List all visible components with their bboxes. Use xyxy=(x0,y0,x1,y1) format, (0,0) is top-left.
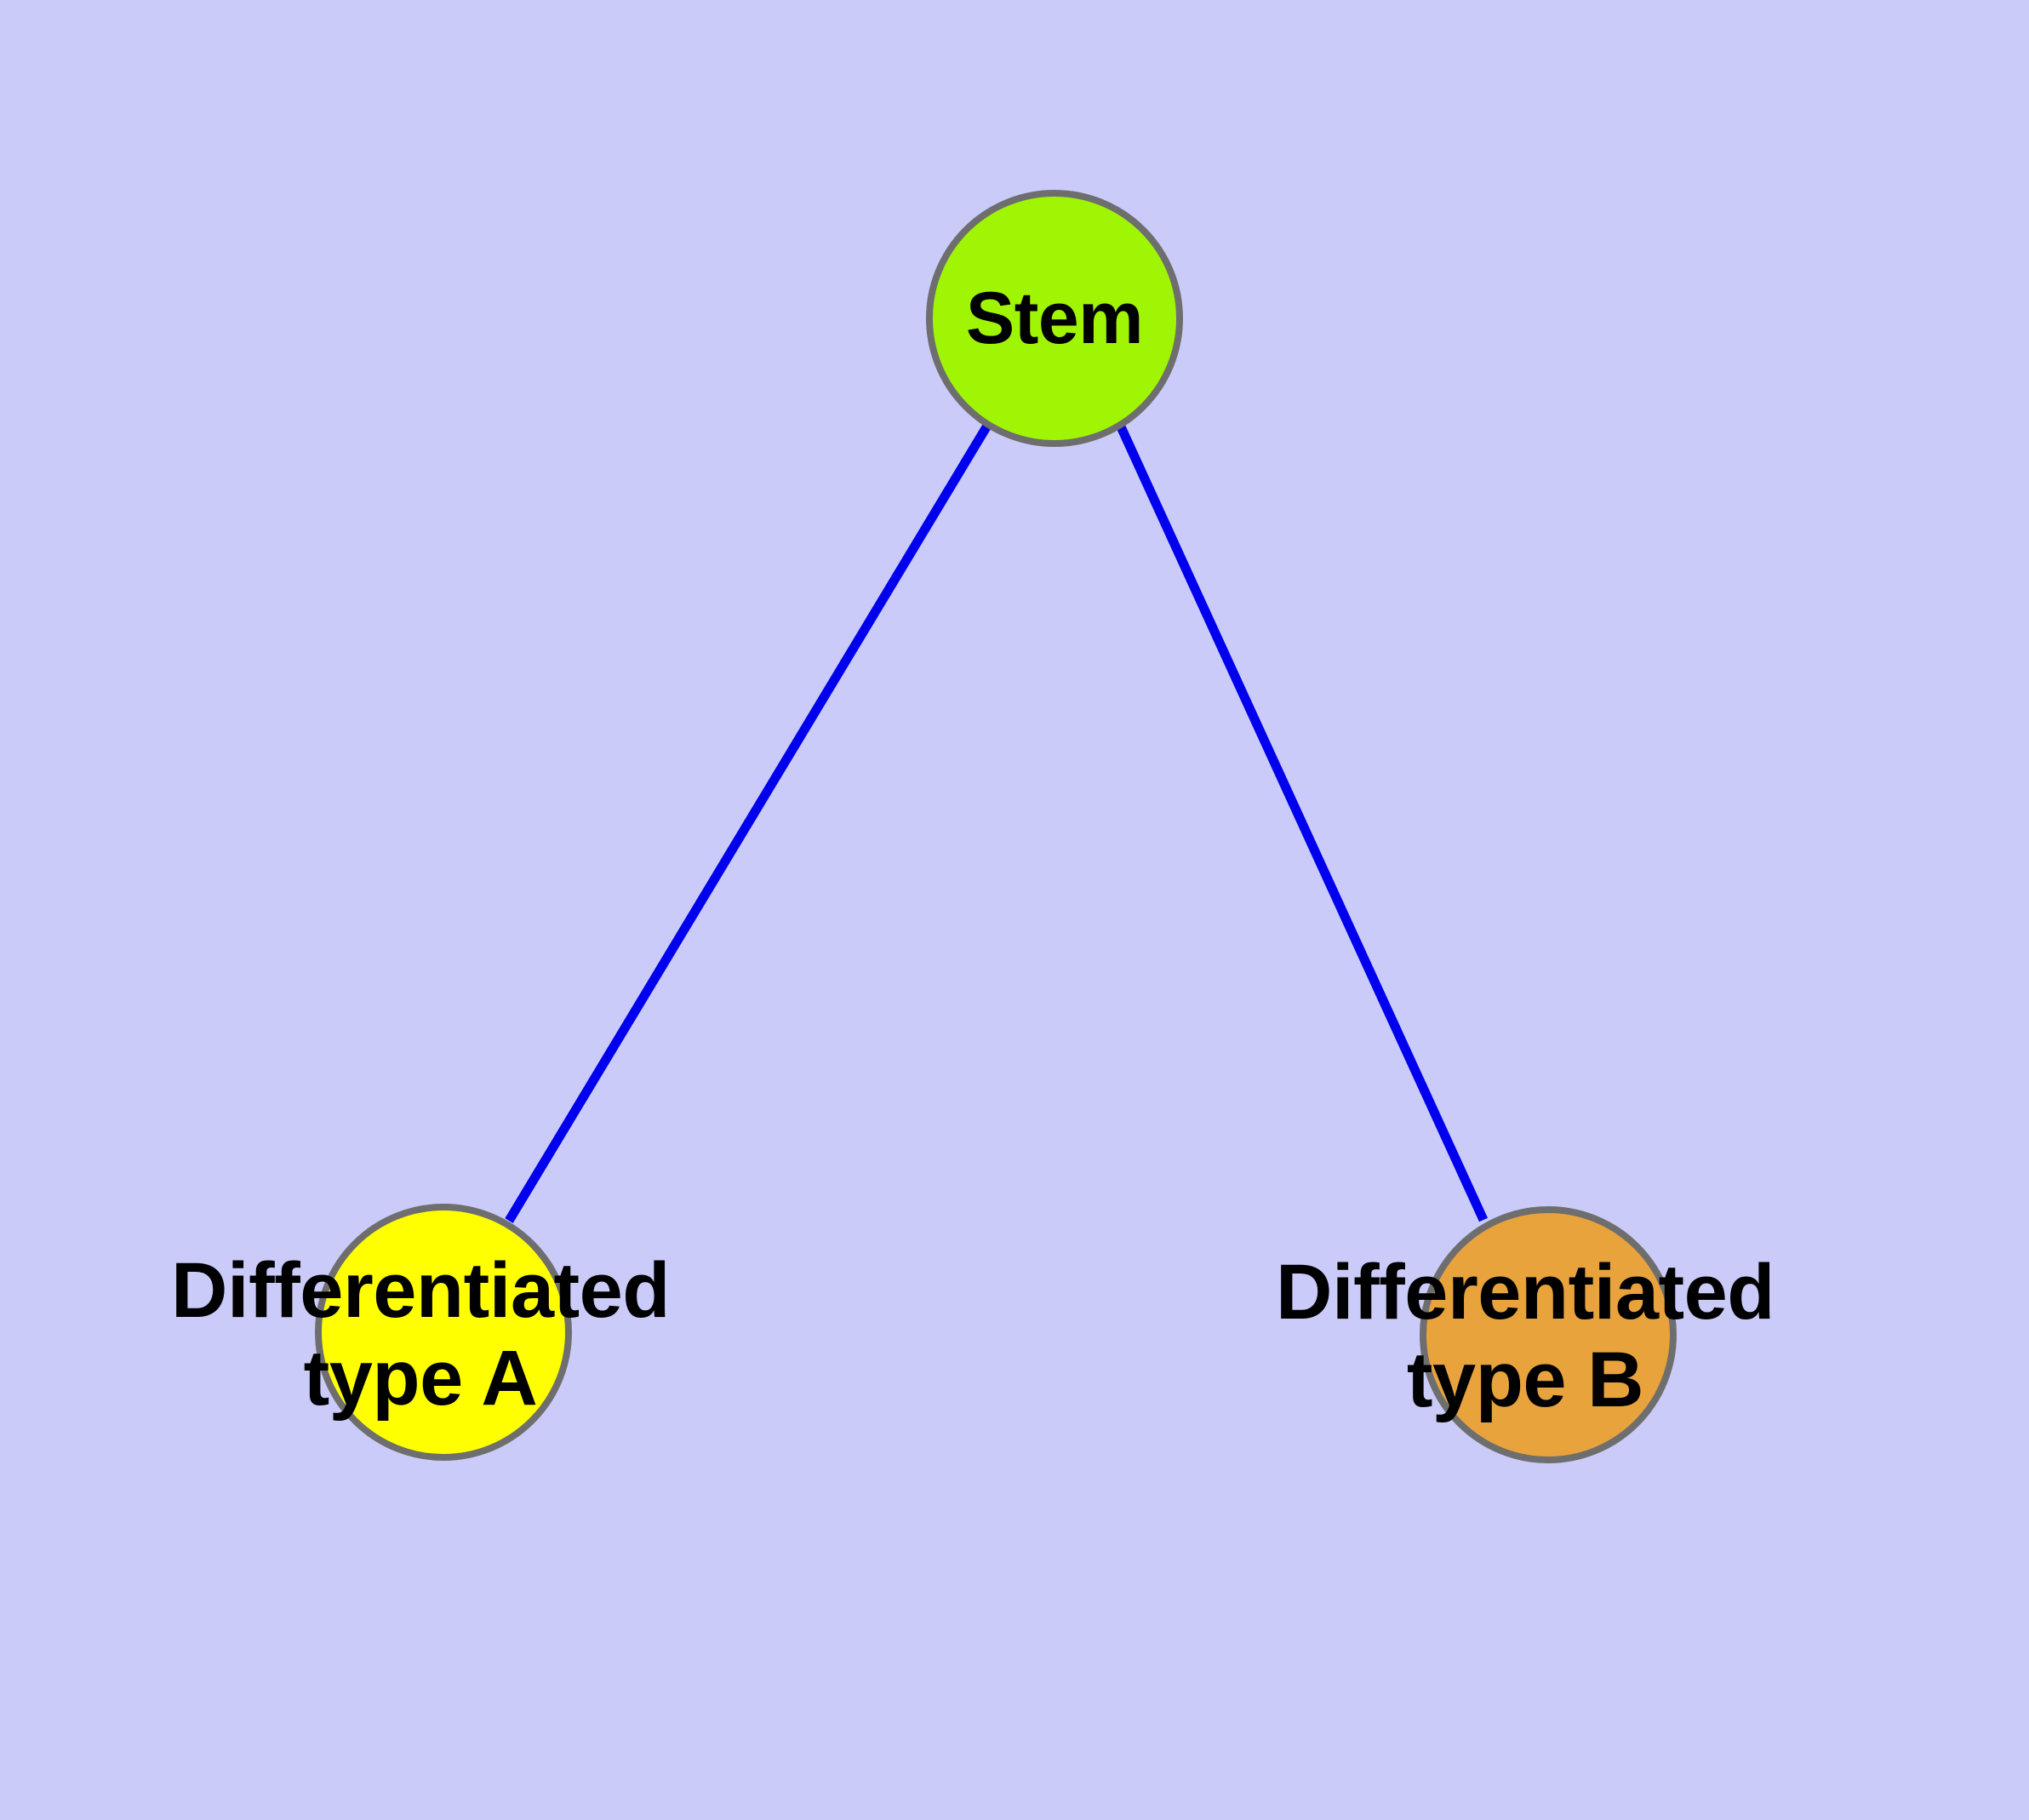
node-differentiated-type-a[interactable] xyxy=(315,1204,572,1461)
edge-stem-to-differentiated-type-b[interactable] xyxy=(1114,421,1489,1222)
edge-stem-to-differentiated-type-a[interactable] xyxy=(505,423,992,1223)
node-differentiated-type-b[interactable] xyxy=(1420,1206,1677,1463)
edge-layer xyxy=(505,421,1489,1223)
node-stem[interactable] xyxy=(926,190,1183,447)
node-layer xyxy=(315,190,1677,1463)
